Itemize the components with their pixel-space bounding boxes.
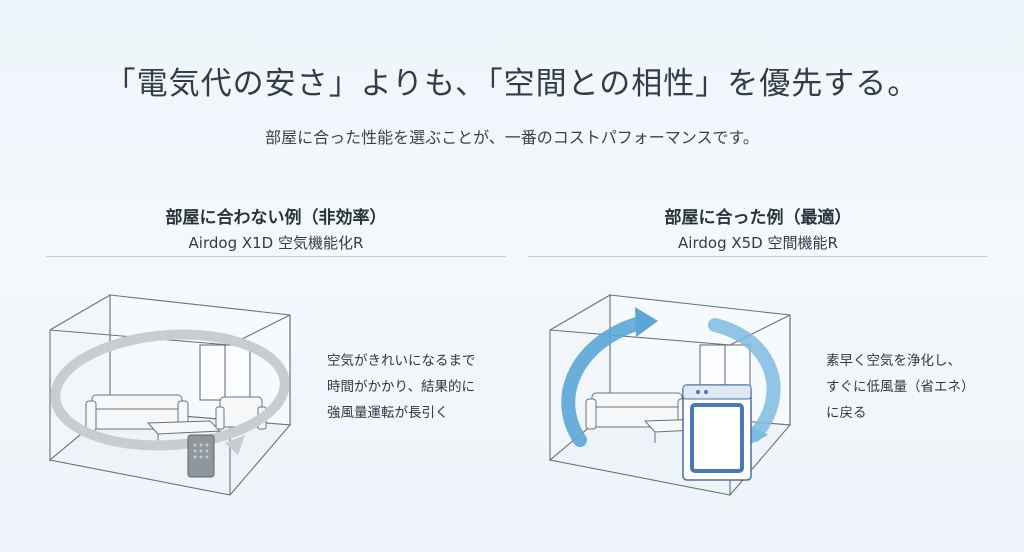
subheadline: 部屋に合った性能を選ぶことが、一番のコストパフォーマンスです。 [265, 128, 759, 147]
headline: 「電気代の安さ」よりも、「空間との相性」を優先する。 [104, 66, 920, 102]
right-divider [528, 256, 988, 257]
right-note-line-1: 素早く空気を浄化し、 [826, 353, 961, 369]
left-divider [46, 256, 506, 257]
left-room-illustration [48, 294, 292, 496]
right-panel-note: 素早く空気を浄化し、 すぐに低風量（省エネ） に戻る [826, 348, 975, 426]
slow-airflow-arrow-icon [50, 329, 290, 455]
right-note-line-3: に戻る [826, 405, 867, 421]
right-note-line-2: すぐに低風量（省エネ） [826, 379, 975, 395]
left-note-line-3: 強風量運転が長引く [327, 405, 449, 421]
left-panel-note: 空気がきれいになるまで 時間がかかり、結果的に 強風量運転が長引く [327, 348, 476, 426]
left-panel-model: Airdog X1D 空気機能化R [188, 234, 364, 252]
left-panel-title: 部屋に合わない例（非効率） [165, 208, 387, 228]
left-note-line-1: 空気がきれいになるまで [327, 353, 476, 369]
fast-airflow-arrow-icon [561, 307, 781, 447]
right-panel-title: 部屋に合った例（最適） [664, 208, 852, 228]
right-room-illustration [548, 294, 792, 496]
left-note-line-2: 時間がかかり、結果的に [327, 379, 475, 395]
large-purifier-icon [682, 384, 752, 481]
small-purifier-icon [187, 434, 215, 478]
right-panel-model: Airdog X5D 空間機能R [678, 234, 838, 252]
